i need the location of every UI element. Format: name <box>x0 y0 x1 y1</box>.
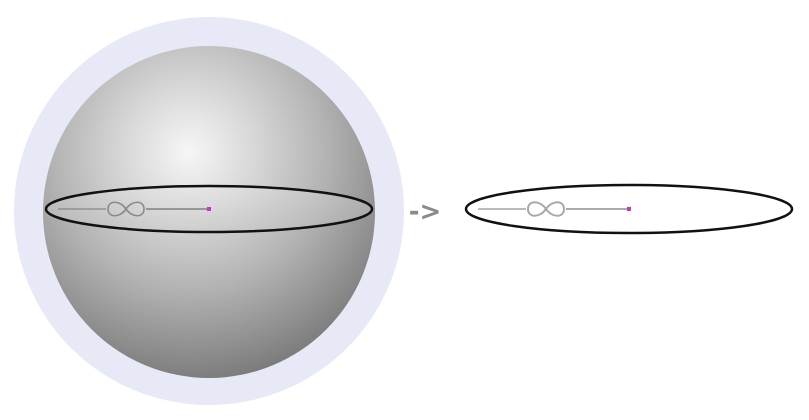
sphere-group: consciousness <box>14 17 404 405</box>
center-point <box>207 207 211 211</box>
transform-arrow: -> <box>409 197 442 227</box>
infinity-icon <box>107 201 145 217</box>
flat-infinity-icon <box>526 201 566 217</box>
flat-center-point <box>627 207 631 211</box>
flat-disc-group <box>464 183 794 235</box>
